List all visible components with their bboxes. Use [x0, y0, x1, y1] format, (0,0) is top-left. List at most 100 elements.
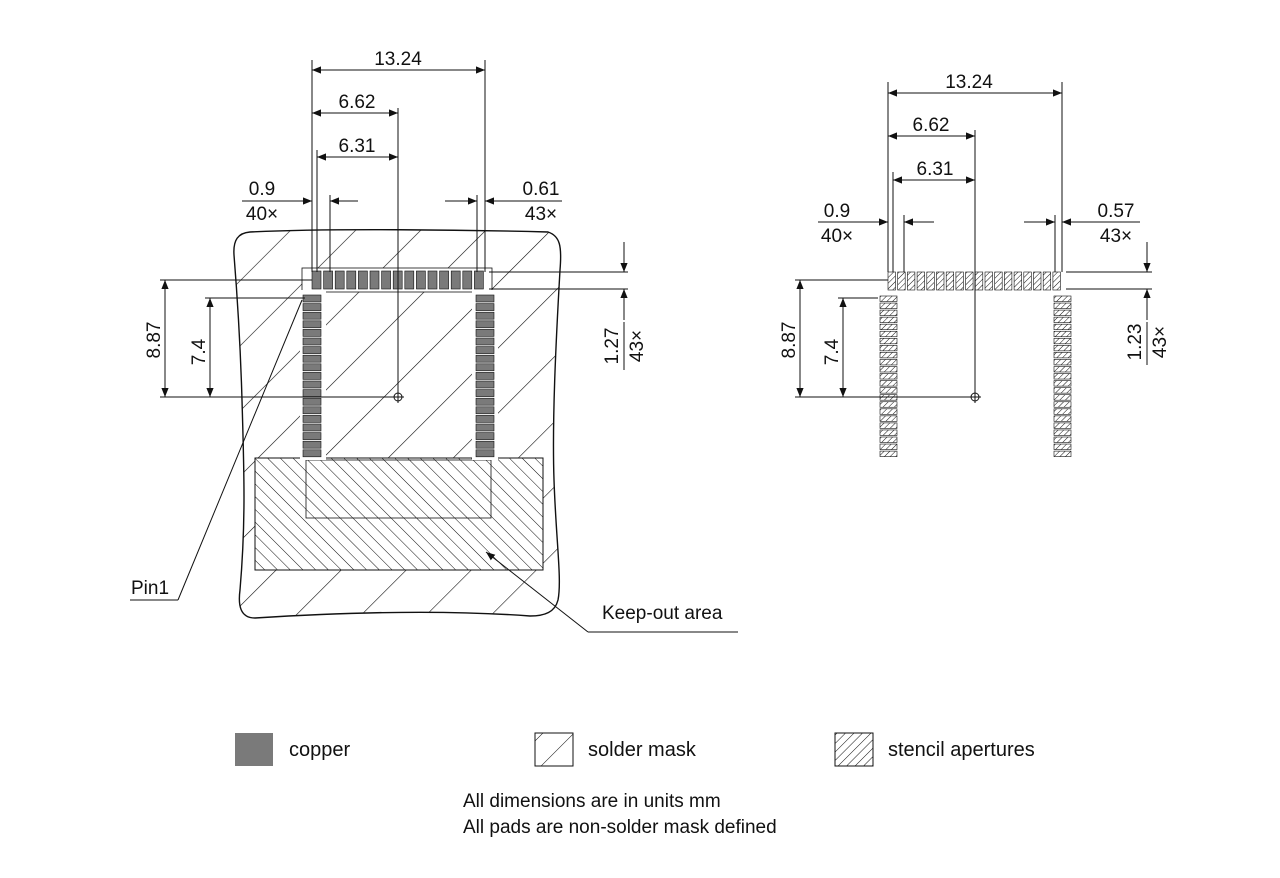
- stencil-aperture: [1053, 387, 1072, 394]
- r-dim-height-total: 8.87: [779, 322, 800, 359]
- legend-stencil-swatch: [834, 732, 874, 767]
- copper-pad: [302, 406, 322, 415]
- stencil-aperture: [879, 330, 898, 338]
- dim-right-pad-width: 0.61: [523, 179, 560, 200]
- keepout-label: Keep-out area: [602, 603, 723, 624]
- copper-pad: [475, 389, 495, 397]
- center-mark-right: [969, 391, 981, 403]
- stencil-aperture: [1053, 359, 1072, 366]
- stencil-aperture: [1053, 408, 1072, 415]
- copper-pad: [302, 294, 322, 303]
- stencil-aperture: [1023, 271, 1032, 291]
- stencil-aperture: [1053, 380, 1072, 387]
- copper-pad: [302, 354, 322, 363]
- stencil-aperture: [897, 271, 906, 291]
- copper-pad: [358, 270, 368, 290]
- stencil-aperture: [1053, 450, 1072, 457]
- dim-half-width: 6.62: [339, 92, 376, 113]
- legend-copper-swatch: [235, 733, 273, 766]
- stencil-aperture: [879, 408, 898, 415]
- stencil-aperture: [1053, 309, 1072, 316]
- pin1-label: Pin1: [131, 578, 169, 599]
- stencil-aperture: [994, 271, 1003, 291]
- stencil-aperture: [1053, 352, 1072, 359]
- stencil-aperture: [879, 309, 898, 316]
- stencil-aperture: [879, 450, 898, 457]
- stencil-top-row: [887, 271, 1061, 291]
- stencil-aperture: [887, 271, 896, 291]
- copper-pad: [475, 380, 495, 389]
- r-dim-half-width: 6.62: [913, 115, 950, 136]
- stencil-aperture: [1053, 323, 1072, 331]
- copper-pad: [475, 320, 495, 329]
- stencil-aperture: [1053, 295, 1072, 302]
- copper-pad: [404, 270, 415, 290]
- stencil-aperture: [1053, 345, 1072, 352]
- stencil-aperture: [879, 387, 898, 394]
- stencil-aperture: [955, 271, 964, 291]
- r-dim-width-total: 13.24: [945, 72, 993, 93]
- note-units: All dimensions are in units mm: [463, 791, 721, 812]
- copper-pad: [323, 270, 333, 290]
- r-dim-right-pad-width: 0.57: [1098, 201, 1135, 222]
- copper-pad: [475, 440, 495, 449]
- stencil-aperture: [1053, 373, 1072, 380]
- copper-pad: [450, 270, 461, 290]
- stencil-aperture: [1052, 271, 1061, 291]
- stencil-aperture: [1053, 394, 1072, 401]
- copper-pad: [381, 270, 391, 290]
- stencil-aperture: [879, 316, 898, 323]
- copper-pad: [302, 423, 322, 432]
- copper-pad: [475, 294, 495, 303]
- stencil-aperture: [936, 271, 945, 291]
- copper-pad: [475, 346, 495, 354]
- stencil-aperture: [907, 271, 916, 291]
- right-pad-column: [475, 294, 495, 458]
- stencil-aperture: [1053, 316, 1072, 323]
- note-pads: All pads are non-solder mask defined: [463, 817, 777, 838]
- stencil-aperture: [879, 337, 898, 345]
- stencil-aperture: [879, 373, 898, 380]
- r-dim-pitch: 1.23: [1125, 324, 1146, 361]
- copper-pad: [302, 415, 322, 423]
- copper-pad: [302, 320, 322, 329]
- dim-right-pad-count: 43×: [525, 204, 557, 225]
- copper-pad: [302, 397, 322, 406]
- stencil-aperture: [879, 422, 898, 429]
- stencil-aperture: [965, 271, 974, 291]
- stencil-aperture: [945, 271, 955, 291]
- stencil-aperture: [1033, 271, 1042, 291]
- copper-pad: [474, 270, 484, 290]
- copper-pad: [475, 432, 495, 440]
- copper-pad: [475, 337, 495, 346]
- stencil-aperture: [1053, 422, 1072, 429]
- stencil-aperture: [1053, 401, 1072, 408]
- copper-pad: [334, 270, 345, 290]
- dim-width-total: 13.24: [374, 49, 422, 70]
- copper-pad: [475, 423, 495, 432]
- stencil-aperture: [1053, 436, 1072, 443]
- copper-pad: [302, 363, 322, 372]
- copper-pad: [302, 380, 322, 389]
- r-dim-pitch-count: 43×: [1150, 326, 1171, 358]
- dim-height-total: 8.87: [144, 322, 165, 359]
- copper-pad: [475, 311, 495, 320]
- dim-left-pad-count: 40×: [246, 204, 278, 225]
- copper-pad: [302, 346, 322, 354]
- dim-left-pad-width: 0.9: [249, 179, 275, 200]
- copper-pad: [302, 311, 322, 320]
- copper-pad: [475, 329, 495, 337]
- copper-pad: [302, 389, 322, 397]
- copper-pad: [302, 372, 322, 380]
- copper-pad: [475, 406, 495, 415]
- right-view: 13.24 6.62 6.31 0.9 40× 0.57 43× 8.87 7.…: [779, 72, 1171, 457]
- left-view: 13.24 6.62 6.31 0.9 40× 0.61 43× 8.87 7.…: [130, 49, 738, 633]
- stencil-aperture: [1053, 337, 1072, 345]
- stencil-aperture: [879, 380, 898, 387]
- r-dim-left-pad-count: 40×: [821, 226, 853, 247]
- stencil-aperture: [916, 271, 925, 291]
- copper-pad: [302, 337, 322, 346]
- legend-copper-label: copper: [289, 739, 350, 761]
- copper-pad: [475, 449, 495, 458]
